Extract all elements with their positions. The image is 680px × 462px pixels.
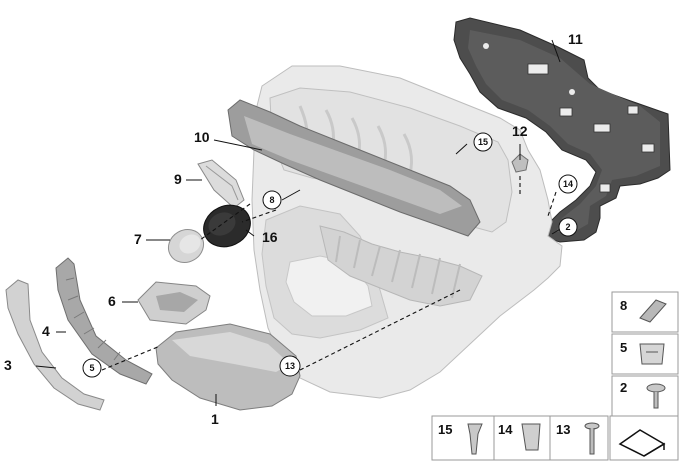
- grommet-icon: [639, 299, 667, 323]
- label-10: 10: [194, 129, 210, 145]
- label-11: 11: [568, 31, 583, 47]
- inventory-box-2: 2: [611, 375, 679, 417]
- label-16: 16: [262, 229, 278, 245]
- label-6: 6: [108, 293, 116, 309]
- clip-part-12: [511, 153, 529, 173]
- svg-text:2: 2: [620, 380, 627, 395]
- bracket-part-9: [197, 159, 245, 209]
- inventory-box-5: 5: [611, 333, 679, 375]
- inventory-box-symbol: [609, 415, 679, 461]
- svg-text:15: 15: [478, 137, 488, 147]
- push-pin-icon: [467, 423, 483, 455]
- callout-2: 2: [558, 217, 578, 237]
- expansion-nut-icon: [521, 423, 541, 451]
- label-9: 9: [174, 171, 182, 187]
- svg-text:8: 8: [620, 298, 627, 313]
- label-3: 3: [4, 357, 12, 373]
- svg-text:2: 2: [565, 222, 570, 232]
- svg-text:13: 13: [556, 422, 570, 437]
- callout-5: 5: [82, 358, 102, 378]
- armrest-part-1: [155, 323, 301, 411]
- tweeter-cover-part-7: [167, 228, 205, 264]
- handle-carrier-part-4: [55, 257, 153, 385]
- callout-8: 8: [262, 190, 282, 210]
- callout-14: 14: [558, 174, 578, 194]
- fastener-inventory: 8 5 2 15 14 13: [431, 291, 679, 461]
- svg-text:15: 15: [438, 422, 452, 437]
- label-4: 4: [42, 323, 50, 339]
- insulation-sheet-part-11: [453, 17, 671, 243]
- label-12: 12: [512, 123, 528, 139]
- speaker-part-16: [203, 204, 251, 248]
- label-7: 7: [134, 231, 142, 247]
- svg-text:5: 5: [620, 340, 627, 355]
- svg-text:14: 14: [498, 422, 513, 437]
- clip-icon: [639, 343, 665, 365]
- svg-text:14: 14: [563, 179, 573, 189]
- inventory-box-14: 14: [493, 415, 551, 461]
- upper-trim-part-10: [227, 99, 481, 237]
- grab-handle-part-3: [5, 279, 105, 411]
- leader-lines: [35, 39, 563, 406]
- inventory-box-15: 15: [431, 415, 495, 461]
- inventory-box-8: 8: [611, 291, 679, 333]
- svg-text:13: 13: [285, 361, 295, 371]
- svg-text:5: 5: [89, 363, 94, 373]
- screw-head-icon: [646, 383, 666, 393]
- label-1: 1: [211, 411, 219, 427]
- callout-13: 13: [279, 355, 301, 377]
- door-panel-body: [251, 65, 563, 399]
- inventory-box-13: 13: [549, 415, 609, 461]
- part-labels: 11 10 9 7 16 6 4 3 1 12: [4, 31, 583, 427]
- svg-text:8: 8: [269, 195, 274, 205]
- switch-housing-part-6: [137, 281, 211, 325]
- callout-15: 15: [473, 132, 493, 152]
